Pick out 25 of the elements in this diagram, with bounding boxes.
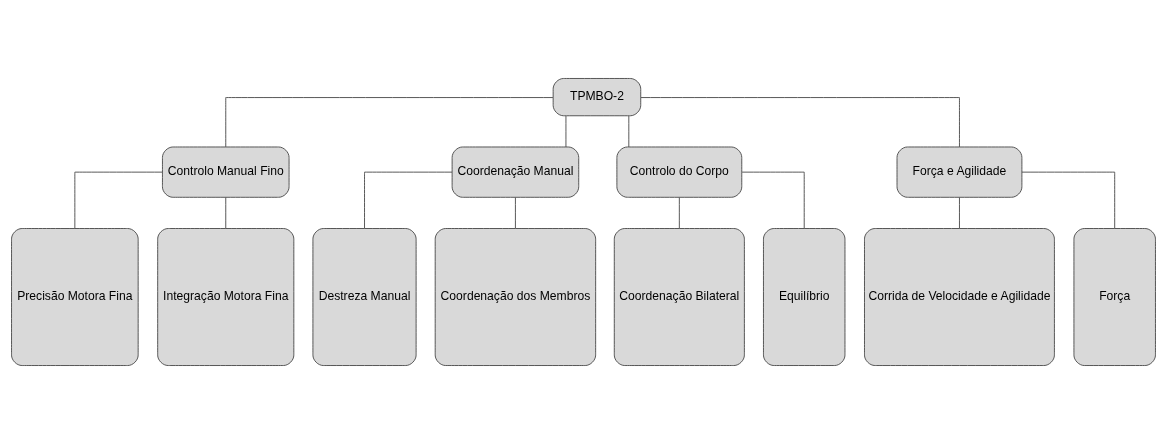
node-box: Coordenação dos Membros: [434, 228, 597, 366]
node-box: Força: [1073, 228, 1156, 366]
node-box: Precisão Motora Fina: [11, 228, 139, 366]
connector: [959, 196, 960, 229]
node-box: Destreza Manual: [312, 228, 417, 366]
node-box: Controlo Manual Fino: [162, 146, 290, 198]
node-box: Corrida de Velocidade e Agilidade: [864, 228, 1055, 366]
node-box: Equilíbrio: [763, 228, 846, 366]
node-box: Coordenação Manual: [451, 146, 580, 198]
node-box: Força e Agilidade: [896, 146, 1023, 198]
connector: [678, 196, 680, 229]
connector: [628, 115, 630, 148]
connector: [225, 196, 227, 229]
connector: [515, 196, 516, 229]
node-box: Controlo do Corpo: [616, 146, 743, 198]
connector: [565, 115, 567, 148]
connector: [364, 171, 453, 229]
connector: [74, 171, 163, 229]
connector: [225, 97, 554, 148]
connector: [1021, 171, 1116, 229]
connector: [741, 171, 805, 229]
node-box: Coordenação Bilateral: [613, 228, 745, 366]
node-box: TPMBO-2: [552, 78, 642, 117]
node-box: Integração Motora Fina: [157, 228, 295, 366]
connector: [640, 97, 960, 148]
